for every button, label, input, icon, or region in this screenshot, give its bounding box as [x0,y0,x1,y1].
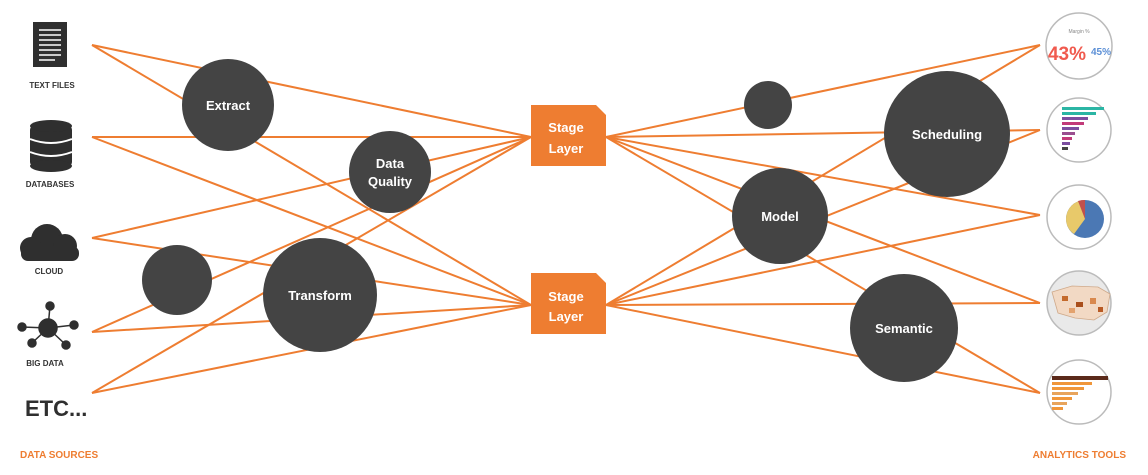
network-icon [17,301,79,350]
connector-line [91,136,532,239]
connector-line [605,44,1041,138]
stage-layer-top-line2: Layer [549,141,584,156]
stage-layer-bottom: Stage Layer [531,273,606,334]
bar-list-thumbnail-icon [1046,359,1112,425]
source-label-big-data: BIG DATA [26,359,64,368]
database-icon [29,120,73,172]
semantic-label: Semantic [875,321,933,336]
scheduling-node: Scheduling [884,71,1010,197]
transform-node: Transform [263,238,377,352]
footer-analytics-tools: ANALYTICS TOOLS [1033,450,1127,461]
source-label-text-files: TEXT FILES [29,81,75,90]
data-quality-label-line1: Data [376,156,405,171]
connector-line [91,136,532,306]
analytics-tools: Margin % 43% 45% [1045,12,1113,425]
unlabeled-node-left [142,245,212,315]
model-node: Model [732,168,828,264]
connector-line [91,44,532,306]
data-quality-node: Data Quality [349,131,431,213]
stage-layer-bottom-line1: Stage [548,289,583,304]
model-label: Model [761,209,799,224]
semantic-node: Semantic [850,274,958,382]
source-label-databases: DATABASES [26,180,75,189]
kpi-small-value: 45% [1091,47,1111,58]
footer-data-sources: DATA SOURCES [20,450,98,461]
scheduling-label: Scheduling [912,127,982,142]
unlabeled-node-top [744,81,792,129]
connector-line [605,136,1041,216]
cloud-icon [20,224,79,261]
process-nodes: Extract Data Quality Transform Model Sch… [142,59,1010,382]
kpi-caption: Margin % [1068,29,1090,35]
extract-label: Extract [206,98,251,113]
stage-layer-bottom-line2: Layer [549,309,584,324]
source-label-cloud: CLOUD [35,267,64,276]
bar-chart-thumbnail-icon [1046,97,1112,163]
connector-line [605,214,1041,306]
kpi-big-value: 43% [1048,44,1086,65]
map-thumbnail-icon [1046,270,1112,336]
connector-line [91,44,532,138]
connector-line [605,304,1041,394]
data-sources: TEXT FILES DATABASES CLOUD [17,22,87,421]
stage-layers: Stage Layer Stage Layer [531,105,606,334]
source-label-etc: ETC... [25,396,87,421]
connector-line [605,302,1041,306]
stage-layer-top-line1: Stage [548,120,583,135]
pie-chart-thumbnail-icon [1046,184,1112,250]
extract-node: Extract [182,59,274,151]
connector-line [605,136,1041,394]
data-quality-label-line2: Quality [368,174,413,189]
stage-layer-top: Stage Layer [531,105,606,166]
transform-label: Transform [288,288,352,303]
kpi-thumbnail-icon: Margin % 43% 45% [1045,12,1113,80]
document-icon [33,22,67,67]
